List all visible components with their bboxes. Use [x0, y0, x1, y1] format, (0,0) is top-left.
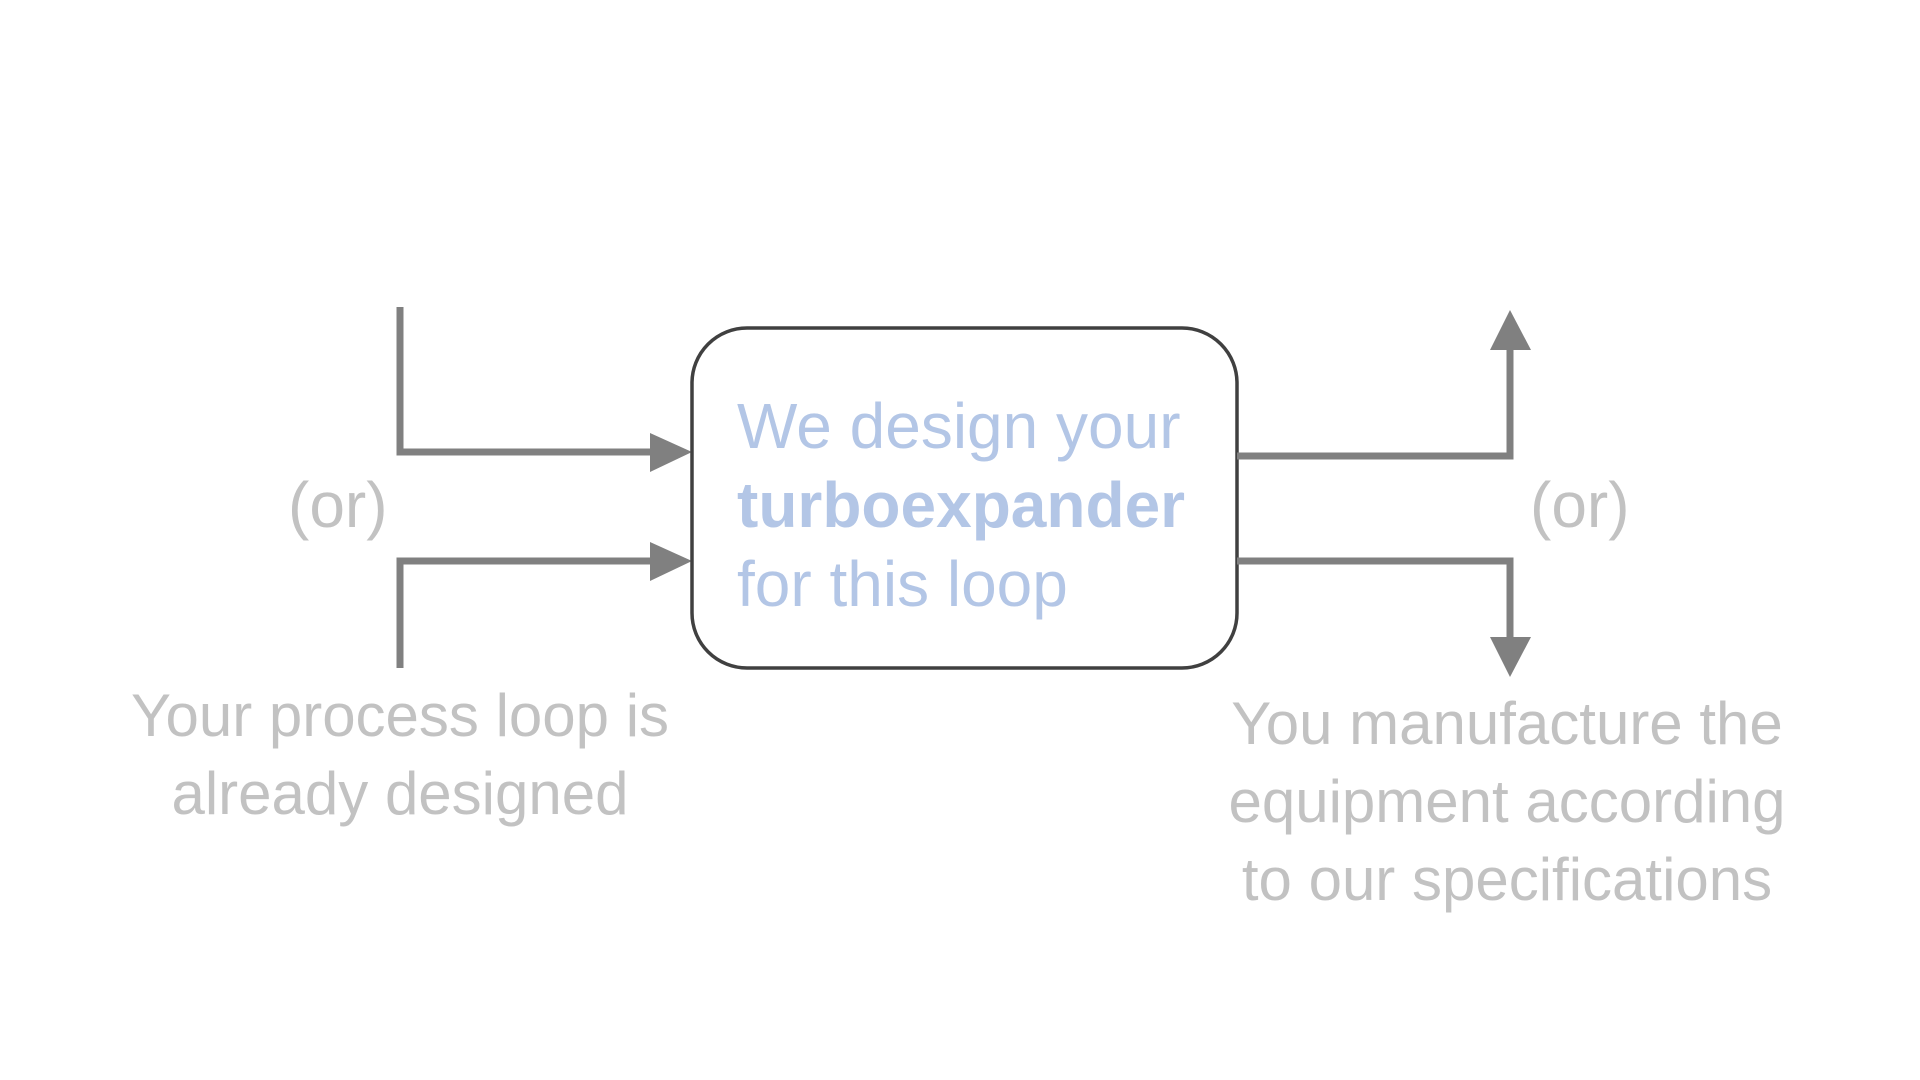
caption-manufacture: You manufacture the equipment according … — [1197, 685, 1817, 919]
input-arrow-bottom-head — [650, 542, 692, 581]
caption-manufacture-line-1: You manufacture the — [1231, 690, 1783, 757]
box-text-line-2: turboexpander — [737, 469, 1186, 541]
box-text-line-1: We design your — [737, 390, 1181, 462]
box-text-line-3: for this loop — [737, 548, 1068, 620]
caption-process-loop: Your process loop is already designed — [100, 677, 700, 833]
or-label-right: (or) — [1530, 469, 1630, 541]
turboexpander-box-text: We design your turboexpander for this lo… — [737, 387, 1185, 624]
input-arrow-bottom — [396, 557, 652, 668]
caption-manufacture-line-3: to our specifications — [1241, 846, 1773, 913]
input-arrow-top-head — [650, 433, 692, 472]
caption-manufacture-line-2: equipment according — [1228, 768, 1786, 835]
or-label-left: (or) — [288, 469, 388, 541]
input-arrow-top — [396, 307, 652, 456]
output-arrow-bottom-head — [1490, 637, 1531, 677]
caption-process-loop-line-2: already designed — [171, 760, 629, 827]
caption-process-loop-line-1: Your process loop is — [130, 682, 670, 749]
output-arrow-bottom — [1237, 557, 1514, 642]
output-arrow-top — [1237, 345, 1514, 460]
output-arrow-top-head — [1490, 310, 1531, 350]
turboexpander-box — [690, 326, 1239, 670]
